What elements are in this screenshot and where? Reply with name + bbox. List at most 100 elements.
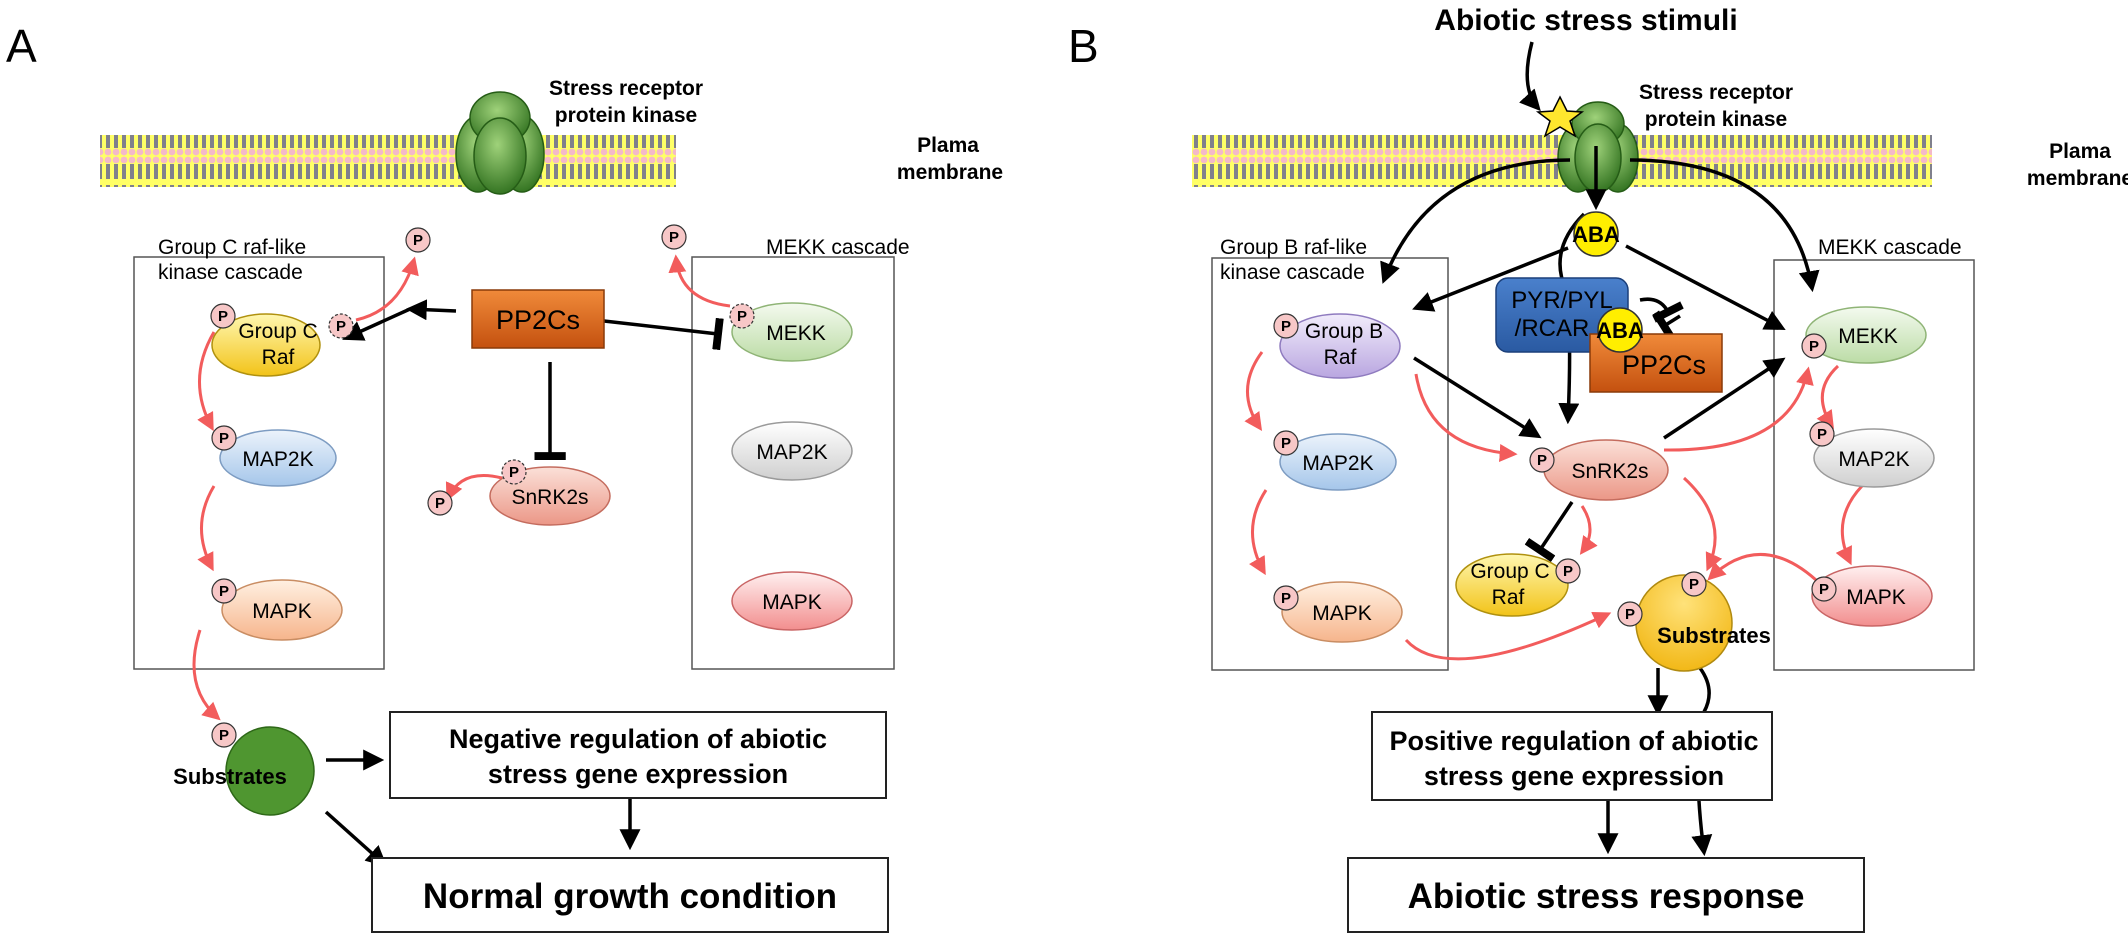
plasma-membrane-a [100, 135, 676, 187]
svg-text:/RCAR: /RCAR [1515, 315, 1590, 342]
arrow-aba-to-groupb [1412, 246, 1569, 312]
phospho-icon: P [427, 490, 453, 516]
inhibit-pyr-pp2c [1652, 310, 1681, 342]
group-c-raf-node-b: Group C Raf [1455, 553, 1569, 617]
mekk-node-b: MEKK [1805, 306, 1927, 364]
map2k-right-node-b: MAP2K [1813, 428, 1935, 488]
receptor-label-a-1: Stress receptor [549, 77, 703, 100]
red-arrow-raf-dephospho [355, 256, 419, 322]
stimuli-label: Abiotic stress stimuli [1434, 4, 1737, 37]
mekk-cascade-title-a: MEKK cascade [766, 236, 910, 259]
svg-text:P: P [1563, 563, 1573, 580]
stimulus-star-icon [1535, 95, 1585, 138]
phospho-sites-b: P P P P P P P P P P [1273, 313, 1837, 627]
phospho-icon: P [210, 303, 236, 329]
mekk-cascade-title-b: MEKK cascade [1818, 236, 1962, 259]
red-arrow-snrk2-mekk [1663, 366, 1814, 452]
map2k-node-b: MAP2K [1279, 433, 1397, 491]
group-b-cascade-title-2: kinase cascade [1220, 261, 1365, 284]
svg-text:P: P [737, 308, 747, 325]
svg-text:P: P [1281, 590, 1291, 607]
arrow-stimuli-to-receptor [1518, 41, 1541, 112]
svg-text:P: P [413, 232, 423, 249]
phospho-icon: P [1529, 447, 1555, 473]
svg-text:MEKK: MEKK [766, 322, 826, 345]
svg-text:P: P [1689, 576, 1699, 593]
svg-text:P: P [336, 318, 346, 335]
svg-text:Abiotic stress response: Abiotic stress response [1408, 877, 1805, 916]
svg-text:P: P [1819, 581, 1829, 598]
stress-receptor-b [1557, 101, 1639, 193]
arrow-receptor-to-mekk [1629, 158, 1820, 293]
red-arrow-map2k-mapk-b-right [1835, 484, 1864, 566]
inhibit-aba-pp2c [1639, 297, 1684, 323]
svg-text:P: P [1537, 452, 1547, 469]
membrane-label-a-1: Plama [917, 134, 979, 157]
arrow-raf-to-pp2c [405, 299, 457, 321]
svg-text:MAP2K: MAP2K [756, 441, 827, 464]
svg-text:MAP2K: MAP2K [242, 448, 313, 471]
red-arrow-groupb-snrk2 [1414, 373, 1518, 462]
svg-text:Negative regulation of abiotic: Negative regulation of abiotic [449, 724, 827, 754]
svg-text:P: P [219, 430, 229, 447]
svg-text:Substrates: Substrates [173, 764, 287, 789]
aba-node-complex: ABA [1596, 307, 1644, 353]
svg-text:stress gene expression: stress gene expression [488, 759, 788, 789]
outcome-box-a: Normal growth condition [371, 857, 889, 933]
red-arrow-mapk-substrates-a [192, 629, 221, 721]
phospho-icon: P [1555, 558, 1581, 584]
svg-text:P: P [1817, 426, 1827, 443]
pp2cs-node-a: PP2Cs [471, 289, 605, 349]
svg-text:P: P [219, 727, 229, 744]
red-arrow-mekk-map2k-b [1816, 364, 1840, 430]
panel-a: A Plama membrane Stress receptor protein… [6, 20, 1003, 933]
arrow-substrates-to-outcome-a [324, 810, 388, 867]
phospho-icon: P [1809, 421, 1835, 447]
outcome-box-b: Abiotic stress response [1347, 857, 1865, 933]
aba-node-top: ABA [1572, 211, 1620, 257]
arrow-pp2c-to-raf [342, 307, 411, 341]
red-arrow-snrk2-groupc [1579, 505, 1598, 555]
group-c-raf-label-1: Group C [238, 320, 317, 343]
panel-a-letter: A [6, 20, 37, 72]
svg-text:Group C: Group C [1470, 560, 1549, 583]
red-arrow-snrk2-substrates [1682, 476, 1723, 572]
phospho-icon: P [211, 722, 237, 748]
svg-text:Raf: Raf [1492, 586, 1525, 609]
svg-text:MAP2K: MAP2K [1302, 452, 1373, 475]
group-c-raf-node-a: Group C Raf [211, 313, 321, 377]
substrates-node-b: Substrates [1635, 574, 1771, 672]
arrow-receptor-to-groupb [1380, 158, 1571, 284]
red-arrow-snrk2-dephospho [445, 474, 503, 502]
receptor-label-a-2: protein kinase [555, 104, 697, 127]
pp2cs-node-b: PP2Cs [1589, 333, 1723, 393]
mekk-cascade-box-b [1773, 259, 1975, 671]
svg-text:Group B: Group B [1305, 320, 1383, 343]
regulation-box-b: Positive regulation of abiotic stress ge… [1371, 711, 1773, 801]
group-c-cascade-title-2: kinase cascade [158, 261, 303, 284]
snrk2s-node-b: SnRK2s [1543, 439, 1669, 501]
inhibit-snrk2-groupc [1524, 501, 1574, 563]
phospho-icon-dashed: P [729, 303, 755, 329]
svg-text:P: P [669, 229, 679, 246]
red-arrow-mekk-dephospho [668, 254, 731, 308]
regulation-box-a: Negative regulation of abiotic stress ge… [389, 711, 887, 799]
phospho-icon: P [1273, 585, 1299, 611]
phospho-icon: P [1617, 601, 1643, 627]
svg-text:PP2Cs: PP2Cs [496, 305, 580, 335]
group-b-cascade-title-1: Group B raf-like [1220, 236, 1367, 259]
group-b-cascade-box [1211, 257, 1449, 671]
svg-text:MAPK: MAPK [1846, 586, 1906, 609]
svg-text:P: P [219, 583, 229, 600]
phospho-icon: P [1273, 313, 1299, 339]
svg-text:PYR/PYL: PYR/PYL [1511, 287, 1612, 314]
phospho-icon: P [405, 227, 431, 253]
phospho-icon-dashed: P [501, 459, 527, 485]
svg-text:P: P [509, 464, 519, 481]
svg-text:PP2Cs: PP2Cs [1622, 350, 1706, 380]
svg-text:P: P [1625, 606, 1635, 623]
group-b-raf-node: Group B Raf [1279, 313, 1401, 379]
red-arrow-raf-map2k-a [197, 331, 216, 432]
